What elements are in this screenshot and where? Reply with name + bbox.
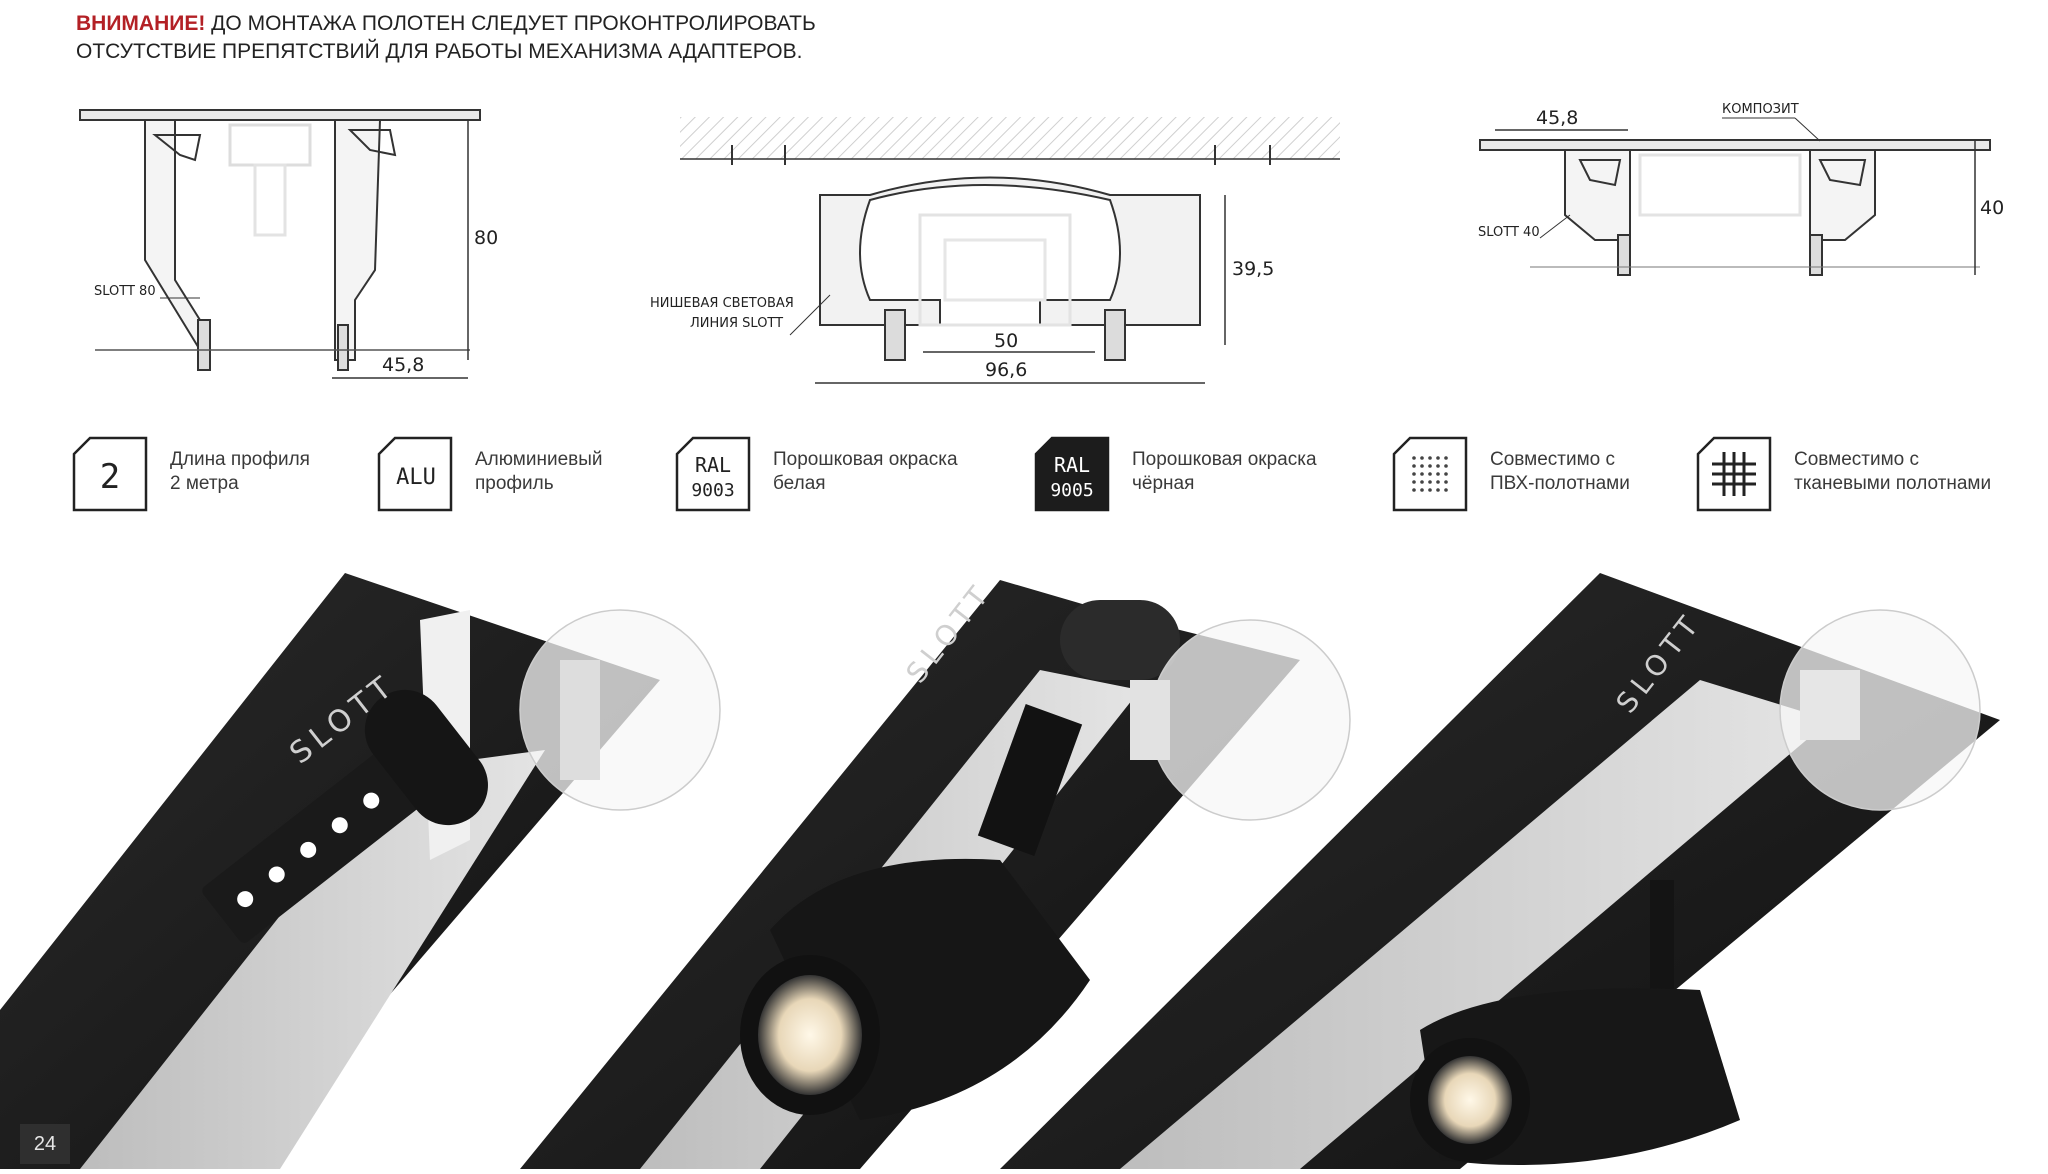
feature-length-line-2: 2 метра <box>170 473 239 494</box>
suspended-cylinder-spot <box>1410 880 1740 1165</box>
led-linear-spot <box>202 689 488 943</box>
svg-text:RAL: RAL <box>695 453 731 477</box>
length-2m-icon: 2 <box>72 436 148 512</box>
features-row: 2 Длина профиля 2 метра ALU Алюминиевый … <box>70 430 2010 520</box>
dim-inner-50: 50 <box>994 330 1018 352</box>
rail-slott-80-photo: SLOTT <box>0 573 721 1169</box>
niche-slott-drawing: 39,5 50 96,6 НИШЕВАЯ СВЕТОВАЯ ЛИНИЯ SLOT… <box>640 115 1360 395</box>
feature-ral-9005-line-2: чёрная <box>1132 473 1195 494</box>
feature-ral-9005-line-1: Порошковая окраска <box>1132 449 1317 470</box>
aluminium-icon: ALU <box>377 436 453 512</box>
feature-fabric-line-1: Совместимо с <box>1794 449 1920 470</box>
feature-ral-9003-line-1: Порошковая окраска <box>773 449 958 470</box>
ral-9003-icon: RAL 9003 <box>675 436 751 512</box>
slott-40-drawing: 45,8 40 КОМПОЗИТ SLOTT 40 <box>1470 95 2010 295</box>
warning-line-1: ДО МОНТАЖА ПОЛОТЕН СЛЕДУЕТ ПРОКОНТРОЛИРО… <box>205 12 816 35</box>
dim-height-40: 40 <box>1980 197 2004 219</box>
feature-pvc-line-1: Совместимо с <box>1490 449 1616 470</box>
composite-label: КОМПОЗИТ <box>1722 102 1799 117</box>
fabric-grid-icon <box>1696 436 1772 512</box>
svg-text:2: 2 <box>100 457 120 497</box>
svg-text:ALU: ALU <box>396 465 436 490</box>
svg-text:9003: 9003 <box>691 480 734 501</box>
warning-label: ВНИМАНИЕ! <box>76 12 206 35</box>
warning-line-2: ОТСУТСТВИЕ ПРЕПЯТСТВИЙ ДЛЯ РАБОТЫ МЕХАНИ… <box>76 40 803 63</box>
page-number: 24 <box>20 1124 70 1164</box>
detail-zoom-1 <box>519 609 721 811</box>
warning-note: ВНИМАНИЕ! ДО МОНТАЖА ПОЛОТЕН СЛЕДУЕТ ПРО… <box>76 10 816 66</box>
dim-width-458-left: 45,8 <box>382 354 424 376</box>
slott-80-drawing: 80 45,8 SLOTT 80 <box>70 100 500 390</box>
feature-length-line-1: Длина профиля <box>170 449 310 470</box>
feature-aluminium-line-2: профиль <box>475 473 554 494</box>
feature-aluminium-line-1: Алюминиевый <box>475 449 603 470</box>
svg-text:RAL: RAL <box>1054 453 1090 477</box>
dim-width-966: 96,6 <box>985 359 1027 381</box>
slott-80-label: SLOTT 80 <box>94 284 156 299</box>
dim-width-458-right: 45,8 <box>1536 107 1578 129</box>
cylinder-spot <box>740 703 1090 1120</box>
slott-40-label: SLOTT 40 <box>1478 225 1540 240</box>
dim-height-80: 80 <box>474 227 498 249</box>
niche-label-line-2: ЛИНИЯ SLOTT <box>690 316 783 331</box>
feature-fabric-line-2: тканевыми полотнами <box>1794 473 1992 494</box>
dim-height-395: 39,5 <box>1232 258 1274 280</box>
rail-niche-photo: SLOTT <box>520 576 1351 1169</box>
detail-zoom-3 <box>1779 609 1981 811</box>
ral-9005-icon: RAL 9005 <box>1034 436 1110 512</box>
detail-zoom-2 <box>1149 619 1351 821</box>
feature-ral-9003-line-2: белая <box>773 473 826 494</box>
pvc-dots-icon <box>1392 436 1468 512</box>
niche-label-line-1: НИШЕВАЯ СВЕТОВАЯ <box>650 296 794 311</box>
feature-pvc-line-2: ПВХ-полотнами <box>1490 473 1630 494</box>
svg-text:9005: 9005 <box>1050 480 1093 501</box>
rail-slott-40-photo: SLOTT <box>1000 573 2000 1169</box>
product-photos: SLOTT SLOTT <box>0 560 2048 1169</box>
